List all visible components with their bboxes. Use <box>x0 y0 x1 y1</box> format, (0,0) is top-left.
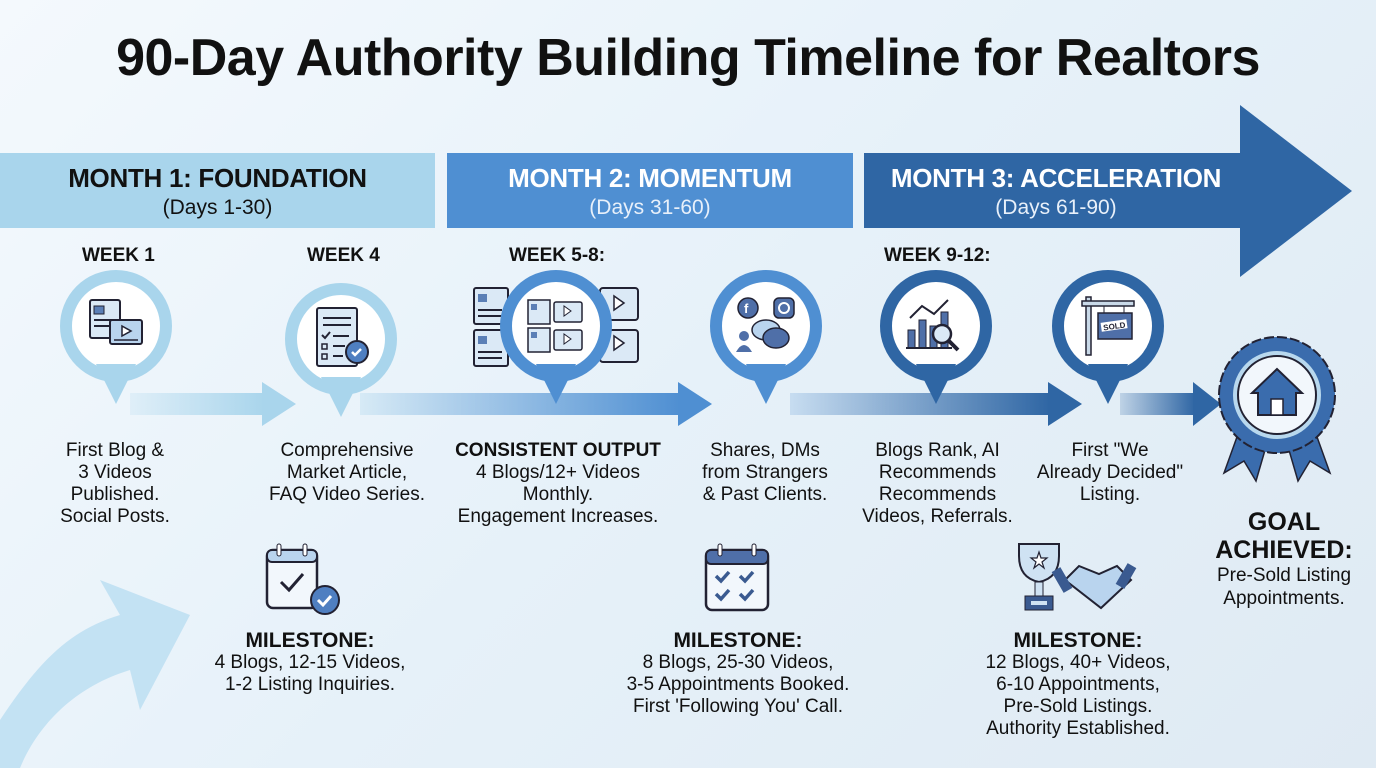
milestone-2-heading: MILESTONE: <box>673 629 803 652</box>
milestone-line: First 'Following You' Call. <box>632 696 843 717</box>
week-9-12-description: Blogs Rank, AI Recommends Recommends Vid… <box>850 440 1025 528</box>
track-segment-3 <box>790 393 1050 415</box>
month-2-days: (Days 31-60) <box>589 196 711 219</box>
milestone-line: 12 Blogs, 40+ Videos, <box>985 652 1171 673</box>
week-4-label: WEEK 4 <box>307 245 380 266</box>
week-5-8-label: WEEK 5-8: <box>509 245 606 266</box>
trophy-handshake-icon <box>1018 543 1137 611</box>
milestone-1: MILESTONE: 4 Blogs, 12-15 Videos, 1-2 Li… <box>190 630 430 696</box>
desc-line: 3 Videos <box>78 462 152 483</box>
calendar-checks-icon <box>704 543 770 612</box>
milestone-line: 4 Blogs, 12-15 Videos, <box>214 652 406 673</box>
week-5-8-pin <box>500 270 612 404</box>
month-3-band: MONTH 3: ACCELERATION (Days 61-90) <box>864 153 1248 228</box>
desc-line: Recommends <box>878 462 997 483</box>
milestone-3-heading: MILESTONE: <box>1013 629 1143 652</box>
milestone-2: MILESTONE: 8 Blogs, 25-30 Videos, 3-5 Ap… <box>600 630 876 718</box>
week-5-8-description: CONSISTENT OUTPUT 4 Blogs/12+ Videos Mon… <box>448 440 668 528</box>
week-9-12-pin <box>880 270 992 404</box>
house-badge-icon <box>1218 336 1336 483</box>
milestone-1-heading: MILESTONE: <box>245 629 375 652</box>
goal-heading: GOAL <box>1247 508 1321 536</box>
content-grid-icon <box>527 299 583 353</box>
milestone-line: 1-2 Listing Inquiries. <box>224 674 396 695</box>
desc-line: Shares, DMs <box>710 440 820 461</box>
week-1-label: WEEK 1 <box>82 245 155 266</box>
week-1-pin <box>60 270 172 404</box>
svg-text:f: f <box>744 301 749 316</box>
desc-line: from Strangers <box>702 462 828 483</box>
page-title: 90-Day Authority Building Timeline for R… <box>116 29 1260 87</box>
week-4-description: Comprehensive Market Article, FAQ Video … <box>262 440 432 506</box>
month-1-band: MONTH 1: FOUNDATION (Days 1-30) <box>0 153 435 228</box>
desc-line: Monthly. <box>522 484 594 505</box>
milestone-line: Authority Established. <box>986 718 1170 739</box>
sold-sign-pin: SOLD <box>1052 270 1164 404</box>
blog-video-icon <box>89 299 143 345</box>
social-engagement-icon: f <box>736 297 795 352</box>
month-2-band: MONTH 2: MOMENTUM (Days 31-60) <box>447 153 853 228</box>
month-1-title: MONTH 1: FOUNDATION <box>68 163 367 193</box>
svg-text:SOLD: SOLD <box>1103 320 1126 332</box>
goal-achieved: GOAL ACHIEVED: Pre-Sold Listing Appointm… <box>1196 508 1372 610</box>
desc-line: First Blog & <box>65 440 165 461</box>
milestone-3: MILESTONE: 12 Blogs, 40+ Videos, 6-10 Ap… <box>960 630 1196 740</box>
week-4-pin <box>285 283 397 417</box>
sold-sign-icon: SOLD <box>1081 296 1135 356</box>
desc-line: First "We <box>1071 440 1149 461</box>
month-3-days: (Days 61-90) <box>995 196 1117 219</box>
calendar-check-icon <box>265 543 340 615</box>
desc-line: FAQ Video Series. <box>269 484 425 505</box>
milestone-line: 8 Blogs, 25-30 Videos, <box>642 652 834 673</box>
analytics-search-icon <box>906 299 960 352</box>
decorative-sweep-arrow-icon <box>0 580 190 768</box>
desc-line: Social Posts. <box>60 506 170 527</box>
milestone-line: 3-5 Appointments Booked. <box>626 674 850 695</box>
desc-line: & Past Clients. <box>702 484 828 505</box>
track-arrow-4-icon <box>1193 382 1221 426</box>
desc-line: Market Article, <box>286 462 408 483</box>
track-arrow-2-icon <box>678 382 712 426</box>
track-segment-4 <box>1120 393 1195 415</box>
checklist-document-icon <box>316 307 369 367</box>
track-arrow-1-icon <box>262 382 296 426</box>
month-3-arrowhead-icon <box>1240 105 1352 277</box>
desc-line: Blogs Rank, AI <box>875 440 1000 461</box>
desc-line: Engagement Increases. <box>457 506 659 527</box>
milestone-line: Pre-Sold Listings. <box>1003 696 1153 717</box>
track-segment-2 <box>360 393 680 415</box>
social-description: Shares, DMs from Strangers & Past Client… <box>690 440 840 506</box>
desc-line: Comprehensive <box>280 440 414 461</box>
track-segment-1 <box>130 393 265 415</box>
milestone-line: 6-10 Appointments, <box>996 674 1160 695</box>
week-9-12-label: WEEK 9-12: <box>884 245 991 266</box>
goal-heading: ACHIEVED: <box>1215 536 1353 564</box>
desc-line: Listing. <box>1079 484 1141 505</box>
desc-line: Recommends <box>878 484 997 505</box>
consistent-output-heading: CONSISTENT OUTPUT <box>455 440 661 461</box>
goal-line: Pre-Sold Listing <box>1216 565 1352 586</box>
desc-line: Published. <box>70 484 160 505</box>
month-1-days: (Days 1-30) <box>162 196 273 219</box>
desc-line: 4 Blogs/12+ Videos <box>476 462 640 483</box>
track-arrow-3-icon <box>1048 382 1082 426</box>
month-3-title: MONTH 3: ACCELERATION <box>890 163 1222 193</box>
listing-description: First "We Already Decided" Listing. <box>1030 440 1190 506</box>
goal-line: Appointments. <box>1223 588 1345 609</box>
week-1-description: First Blog & 3 Videos Published. Social … <box>40 440 190 528</box>
desc-line: Videos, Referrals. <box>862 506 1013 527</box>
month-2-title: MONTH 2: MOMENTUM <box>508 163 792 193</box>
social-engagement-pin: f <box>710 270 822 404</box>
desc-line: Already Decided" <box>1036 462 1184 483</box>
